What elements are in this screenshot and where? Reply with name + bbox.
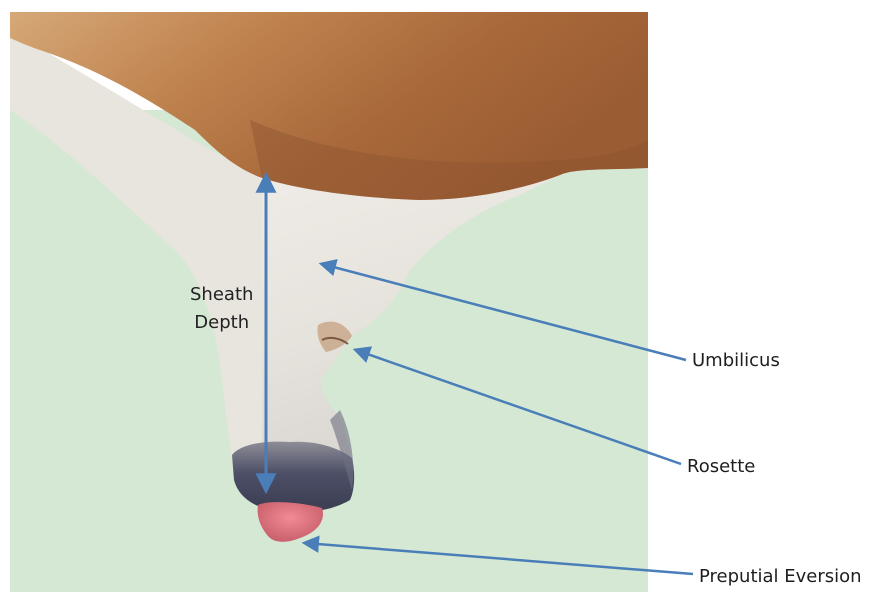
preputial-eversion-label: Preputial Eversion [699,565,862,589]
rosette-label: Rosette [687,455,755,479]
sheath-depth-label-line2: Depth [190,309,253,337]
umbilicus-label: Umbilicus [692,349,780,373]
sheath-depth-label: Sheath Depth [190,281,253,337]
sheath-tip [232,442,354,513]
sheath-depth-label-line1: Sheath [190,281,253,309]
